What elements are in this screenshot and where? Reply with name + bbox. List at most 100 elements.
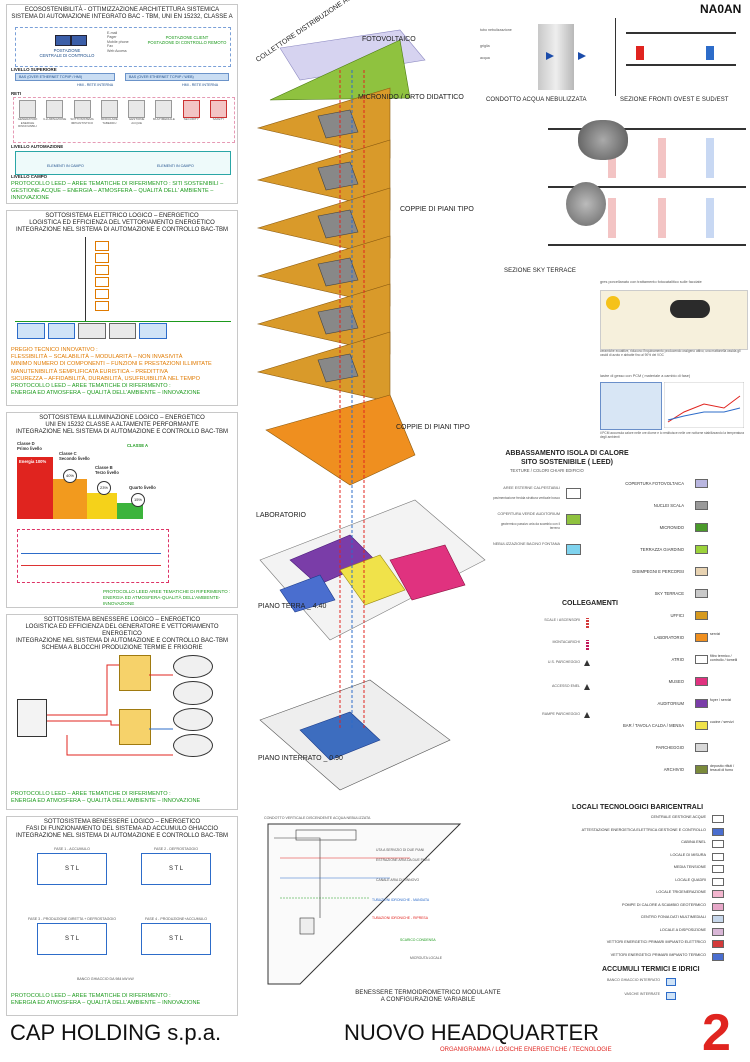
device-email: E-mail	[107, 31, 118, 35]
lighting-bus	[21, 553, 161, 554]
panel3-lines: PROTOCOLLO LEED AREE TEMATICHE DI RIFERI…	[103, 589, 237, 607]
legend-swatch	[695, 765, 708, 774]
legend-item-label: UFFICI	[670, 613, 685, 618]
panel4-line: PROTOCOLLO LEED – AREE TEMATICHE DI RIFE…	[11, 791, 171, 797]
locali-swatch	[712, 915, 724, 923]
locali-item-label: LOCALE A DISPOSIZIONE	[659, 927, 706, 932]
panel5-line: ENERGIA ED ATMOSFERA – QUALITÀ DELL'AMBI…	[11, 1000, 201, 1007]
panel2-line: PREGIO TECNICO INNOVATIVO :	[11, 347, 98, 353]
locali-item-label: VETTORI ENERGETICI PRIMARI IMPIANTO ELET…	[606, 940, 706, 944]
legend-subtitle: TEXTURE / COLORI CHIARI EDIFICIO	[510, 468, 584, 473]
photovoltaic-roof	[279, 29, 426, 81]
locali-item-label: CENTRO FONIA DATI MULTIMEDIALI	[640, 915, 706, 919]
legend-item-label: LABORATORIO	[654, 635, 684, 640]
panel-architettura-sistemica: ECOSOSTENIBILITÀ - OTTIMIZZAZIONE ARCHIT…	[6, 4, 238, 204]
plan-top-label: CONDOTTO VERTICALE DISCENDENTE ACQUA NEB…	[264, 816, 371, 820]
panel5-title: SOTTOSISTEMA BENESSERE LOGICO – ENERGETI…	[15, 819, 229, 839]
phase-block: FASE 1 - ACCUMULO S T L	[27, 847, 117, 897]
core-shape	[317, 109, 359, 139]
gres-graphic	[600, 290, 748, 350]
panel2-line: MINIMO NUMERO DI COMPONENTI – FUNZIONI E…	[11, 361, 212, 368]
plan-drawing: CONDOTTO VERTICALE DISCENDENTE ACQUA NEB…	[260, 816, 470, 988]
collegamenti-list: SCALE / ASCENSORI MONTACARICHI U.S. PARC…	[500, 612, 610, 718]
subsystem-item: MULTIMEDIALE	[151, 100, 176, 140]
locali-item-label: VETTORI ENERGETICI PRIMARI IMPIANTO TERM…	[610, 952, 706, 957]
collegamenti-item: MONTACARICHI	[500, 640, 610, 650]
legend-item-label: ARCHIVIO	[663, 767, 684, 772]
locali-swatch	[712, 902, 724, 911]
legend-left-item: NEBULIZZAZIONE BACINO FONTANA	[490, 542, 600, 562]
section-drawing	[615, 18, 746, 96]
museum-shape	[389, 544, 466, 601]
gres-note: ceramiche ecoattive, riducono l'inquinam…	[600, 349, 741, 357]
class-d-block	[17, 457, 53, 519]
panel2-line: ENERGIA ED ATMOSFERA – QUALITÀ DELL'AMBI…	[11, 390, 201, 397]
legend-item: MUSEO	[494, 676, 744, 690]
legend-item-label: COPERTURA FOTOVOLTAICA	[625, 481, 684, 486]
tubo-label: tubo nebulizzazione	[480, 28, 512, 32]
energy-label: Energia 100%	[19, 459, 47, 464]
panel2-line: SICUREZZA – AFFIDABILITÀ, DURABILITÀ, US…	[11, 375, 200, 382]
device-fax: Fax	[107, 44, 113, 49]
tree-icon	[566, 182, 606, 226]
legend-swatch	[695, 743, 708, 752]
bus-sub-left: HMI - RETE INTERNA	[77, 83, 114, 87]
griglia-label: griglia	[480, 44, 490, 48]
coppie-label: COPPIE DI PIANI TIPO	[396, 424, 470, 431]
generator-unit	[17, 699, 47, 737]
core-shape	[317, 161, 359, 191]
stone-icon	[578, 120, 628, 160]
legend-swatch	[695, 567, 708, 576]
computer-icon	[71, 35, 87, 46]
quarto-label: Quarto livello	[129, 485, 156, 490]
station-left-label: POSTAZIONE CENTRALE DI CONTROLLO	[39, 48, 95, 58]
gres-block: gres porcellanato con trattamento fotoca…	[600, 280, 748, 364]
panel3-line: ENERGIA ED ATMOSFERA-QUALITÀ DELL'AMBIEN…	[103, 595, 221, 606]
class-b-block	[87, 493, 117, 519]
panel-benessere-generatore: SOTTOSISTEMA BENESSERE LOGICO – ENERGETI…	[6, 614, 238, 810]
panel4-title: SOTTOSISTEMA BENESSERE LOGICO – ENERGETI…	[15, 617, 229, 651]
legend-item-label: MUSEO	[668, 679, 684, 684]
plan-estr-label: ESTRAZIONE ARIA DA DUE PIANI	[376, 858, 430, 862]
legend-item-label: MICRONIDO	[659, 525, 684, 530]
project-name: NUOVO HEADQUARTER	[344, 1020, 600, 1045]
locali-item: locale quadri	[500, 877, 746, 889]
legend-item: DISIMPEGNI E PERCORSI	[494, 566, 744, 580]
phase-block: FASE 3 - PRODUZIONE DIRETTA + DEFROSTAGG…	[27, 917, 117, 967]
device-web: Web Access	[107, 48, 127, 53]
panel-elettrico: SOTTOSISTEMA ELETTRICO LOGICO – ENERGETI…	[6, 210, 238, 406]
pcm-note: il PCM accumula calore nelle ore diurne …	[600, 431, 745, 439]
company-name: CAP HOLDING s.p.a.	[10, 1020, 222, 1045]
legend-title: ABBASSAMENTO ISOLA DI CALORE SITO SOSTEN…	[505, 450, 629, 466]
field-right-label: ELEMENTI IN CAMPO	[157, 164, 194, 168]
panel-illuminazione: SOTTOSISTEMA ILLUMINAZIONE LOGICO – ENER…	[6, 412, 238, 608]
locali-swatch	[712, 952, 724, 961]
locali-item: ATTESTAZIONE ENERGETICA ELETTRICA GESTIO…	[500, 827, 746, 839]
core-shape	[317, 257, 359, 287]
arrow-icon	[584, 660, 590, 666]
legend-item: UFFICI	[494, 610, 744, 624]
nets-title: RETI	[11, 91, 22, 96]
pct-badge: 40%	[63, 469, 77, 483]
coppie-label: COPPIE DI PIANI TIPO	[400, 206, 474, 213]
legend-item: MICRONIDO	[494, 522, 744, 536]
bus-top-left: BAS (OVER ETHERNET TCP/IP / HMI)	[15, 73, 115, 81]
condotto-caption: CONDOTTO ACQUA NEBULIZZATA	[486, 97, 587, 103]
legend-swatch	[695, 545, 708, 554]
laboratorio-label: LABORATORIO	[256, 512, 306, 519]
collegamenti-item: ACCESSO ENEL	[500, 684, 610, 690]
locali-item-label: media tensione	[673, 865, 706, 869]
locali-swatch	[712, 840, 724, 848]
field-left-label: ELEMENTI IN CAMPO	[47, 164, 84, 168]
legend-swatch	[695, 699, 708, 708]
subsystem-item: GENERATORI ENERGIE RINNOVABILI	[15, 100, 40, 140]
legend-item: COPERTURA FOTOVOLTAICA	[494, 478, 744, 492]
project-subtitle: ORGANIGRAMMA / LOGICHE ENERGETICHE / TEC…	[440, 1047, 612, 1053]
computer-icon	[55, 35, 71, 46]
subsystem-item: SOTTOSISTEMA IMPIANTISTICO	[70, 100, 95, 140]
fotovoltaico-label: FOTOVOLTAICO	[362, 36, 416, 43]
condotto-detail: tubo nebulizzazione griglia acqua	[478, 22, 608, 92]
